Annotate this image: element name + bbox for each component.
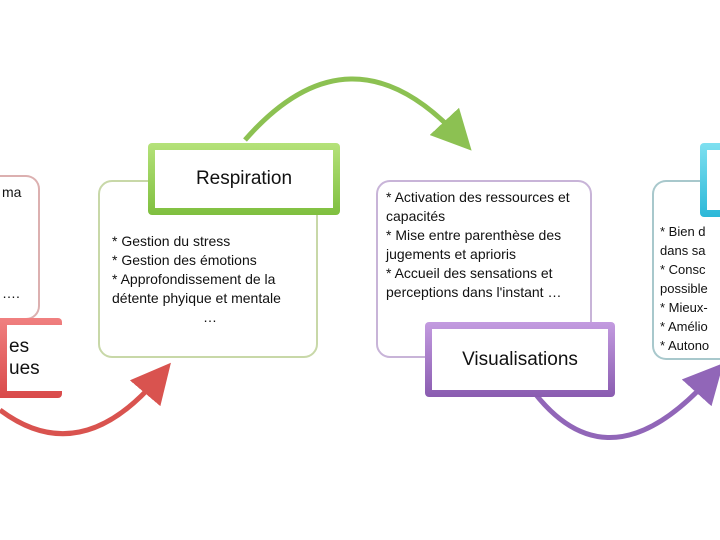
arrow-purple — [517, 363, 720, 440]
step1-title: es — [9, 336, 30, 357]
step4-title-box — [700, 143, 720, 217]
detail-text: * Approfondissement de la détente phyiqu… — [112, 271, 281, 306]
detail-text: * Consc — [660, 262, 706, 277]
arrow-green — [243, 76, 472, 151]
detail-text: * Autono — [660, 338, 710, 353]
detail-text: * Mise entre parenthèse des jugements et… — [386, 227, 562, 262]
detail-text: ma — [2, 184, 22, 200]
detail-text: * Accueil des sensations et perceptions … — [386, 265, 562, 300]
detail-text: * Amélio — [660, 319, 708, 334]
step1-title: ues — [9, 358, 40, 379]
step1-title-box: es ues — [0, 318, 62, 398]
step3-title: Visualisations — [462, 348, 578, 370]
arrow-red — [0, 362, 171, 437]
detail-text: possible — [660, 281, 708, 296]
detail-text: * Gestion du stress — [112, 233, 231, 249]
step2-title: Respiration — [195, 168, 293, 189]
detail-text: * Activation des ressources et capacités — [386, 189, 570, 224]
detail-text: … — [203, 309, 217, 325]
detail-text: * Bien d — [660, 224, 706, 239]
step3-title-box: Visualisations — [425, 322, 615, 397]
step2-title-box: Respiration — [148, 143, 340, 215]
detail-text: * Mieux- — [660, 300, 708, 315]
detail-text: * Gestion des émotions — [112, 252, 257, 268]
step1-details: ma …. — [0, 175, 40, 320]
detail-text: dans sa — [660, 243, 706, 258]
detail-text: …. — [2, 285, 20, 301]
